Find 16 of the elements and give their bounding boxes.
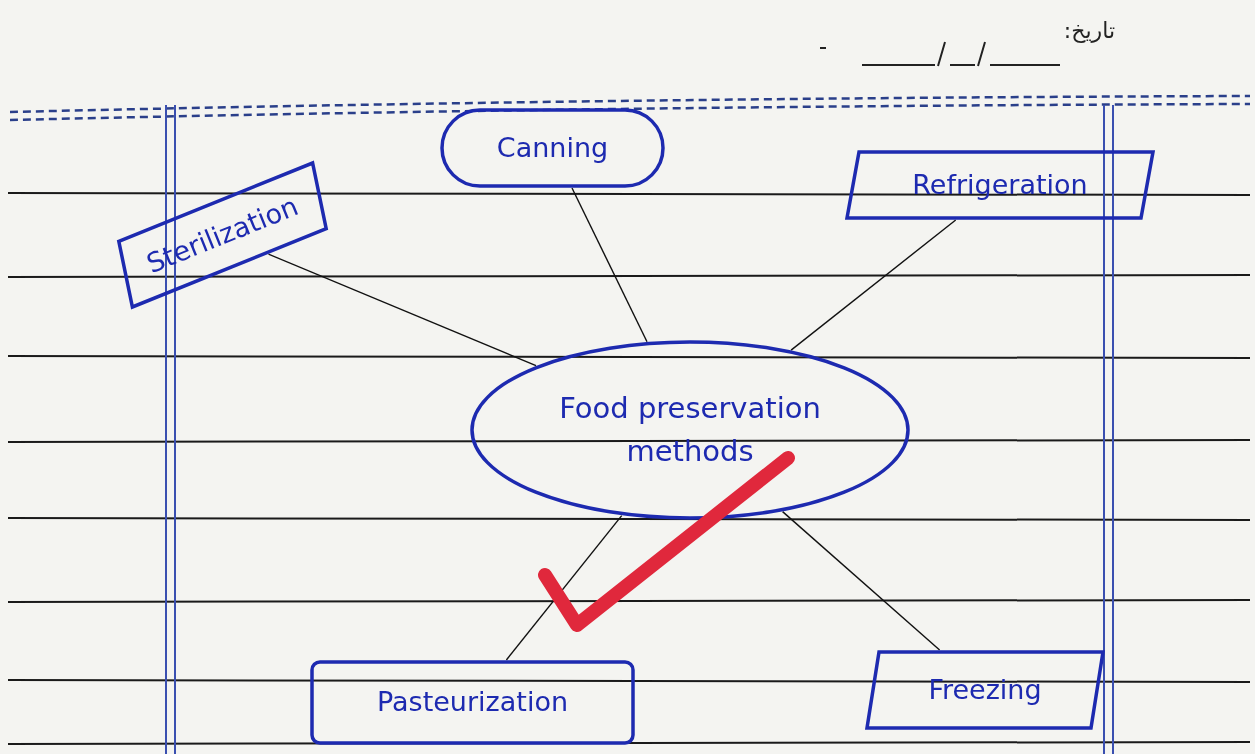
rectangle-node bbox=[310, 660, 635, 745]
connector-line bbox=[571, 187, 648, 343]
connector-line bbox=[267, 253, 537, 367]
node-label: Refrigeration bbox=[912, 167, 1088, 202]
connector-line bbox=[781, 510, 941, 651]
node-label: Pasteurization bbox=[377, 685, 568, 720]
connector-line bbox=[505, 514, 623, 661]
ellipse-node bbox=[470, 340, 910, 520]
node-label: Freezing bbox=[928, 672, 1042, 707]
date-label: تاریخ: bbox=[1063, 18, 1115, 43]
parallelogram-node bbox=[845, 150, 1155, 220]
connector-line bbox=[790, 219, 957, 351]
parallelogram-node bbox=[865, 650, 1105, 730]
node-label: Canning bbox=[496, 130, 609, 165]
node-label: Food preservation methods bbox=[558, 389, 822, 470]
rounded-node bbox=[440, 108, 665, 188]
